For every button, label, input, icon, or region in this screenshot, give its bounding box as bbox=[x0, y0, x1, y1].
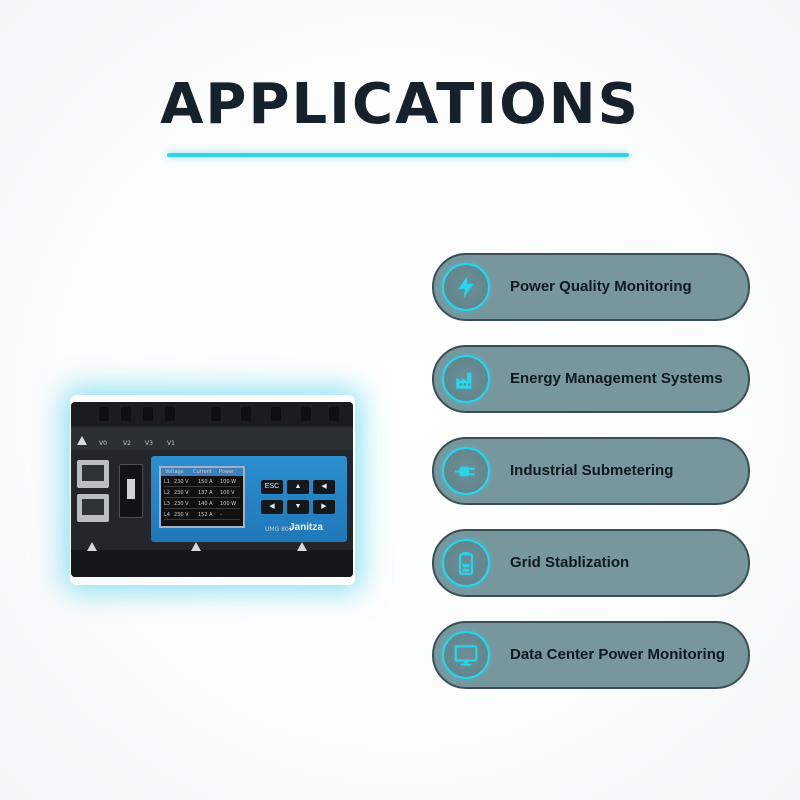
terminal-screw bbox=[271, 407, 281, 421]
battery-icon bbox=[442, 539, 490, 587]
terminal-screw bbox=[143, 407, 153, 421]
title-underline bbox=[167, 153, 629, 157]
application-item: Data Center Power Monitoring bbox=[432, 621, 750, 689]
terminal-label: V0 bbox=[99, 440, 107, 447]
terminal-screw bbox=[165, 407, 175, 421]
application-label: Energy Management Systems bbox=[510, 370, 723, 387]
terminal-label: V1 bbox=[167, 440, 175, 447]
lcd-row: L1 230 V 150 A 100 W bbox=[164, 479, 240, 487]
lcd-row: L2 230 V 137 A 100 V bbox=[164, 490, 240, 498]
terminal-screw bbox=[99, 407, 109, 421]
lcd-header-bar: Voltage Current Power bbox=[161, 468, 243, 476]
bottom-terminal-block bbox=[71, 542, 353, 577]
usb-port bbox=[119, 464, 143, 518]
top-terminal-block bbox=[71, 402, 353, 426]
up-key: ▲ bbox=[287, 480, 309, 494]
lightning-icon bbox=[442, 263, 490, 311]
lcd-row: L3 230 V 140 A 100 W bbox=[164, 501, 240, 509]
lcd-header: Voltage bbox=[165, 469, 184, 475]
left-key: ◀ bbox=[261, 500, 283, 514]
front-panel: Voltage Current Power L1 230 V 150 A 100… bbox=[151, 456, 347, 542]
terminal-screw bbox=[241, 407, 251, 421]
ethernet-port bbox=[77, 460, 109, 488]
terminal-screw bbox=[211, 407, 221, 421]
application-label: Grid Stablization bbox=[510, 554, 630, 571]
application-label: Data Center Power Monitoring bbox=[510, 646, 726, 663]
ethernet-port bbox=[77, 494, 109, 522]
plug-icon bbox=[442, 447, 490, 495]
power-analyzer-device: V0 V2 V3 V1 Voltage Current Power L1 230… bbox=[71, 402, 353, 577]
factory-icon bbox=[442, 355, 490, 403]
application-item: Grid Stablization bbox=[432, 529, 750, 597]
lcd-display: Voltage Current Power L1 230 V 150 A 100… bbox=[159, 466, 245, 528]
warning-icon bbox=[87, 542, 97, 551]
application-label: Power Quality Monitoring bbox=[510, 278, 692, 295]
application-item: Power Quality Monitoring bbox=[432, 253, 750, 321]
device-brand: Janitza bbox=[289, 522, 323, 533]
terminal-label-strip: V0 V2 V3 V1 bbox=[71, 428, 353, 450]
device-model: UMG 801 bbox=[265, 526, 293, 533]
terminal-label: V2 bbox=[123, 440, 131, 447]
warning-icon bbox=[297, 542, 307, 551]
device-keypad: ESC ▲ ◀ ◀ ▼ ▶ bbox=[261, 476, 341, 532]
lcd-row: L4 230 V 152 A - bbox=[164, 512, 240, 520]
application-item: Energy Management Systems bbox=[432, 345, 750, 413]
right-key: ▶ bbox=[313, 500, 335, 514]
terminal-screw bbox=[301, 407, 311, 421]
down-key: ▼ bbox=[287, 500, 309, 514]
monitor-icon bbox=[442, 631, 490, 679]
esc-key: ESC bbox=[261, 480, 283, 494]
page-title: APPLICATIONS bbox=[160, 72, 640, 137]
application-item: Industrial Submetering bbox=[432, 437, 750, 505]
enter-key: ◀ bbox=[313, 480, 335, 494]
lcd-header: Power bbox=[219, 469, 235, 475]
warning-icon bbox=[191, 542, 201, 551]
terminal-screw bbox=[329, 407, 339, 421]
terminal-label: V3 bbox=[145, 440, 153, 447]
terminal-screw bbox=[121, 407, 131, 421]
warning-icon bbox=[77, 436, 87, 445]
application-label: Industrial Submetering bbox=[510, 462, 674, 479]
lcd-header: Current bbox=[193, 469, 212, 475]
